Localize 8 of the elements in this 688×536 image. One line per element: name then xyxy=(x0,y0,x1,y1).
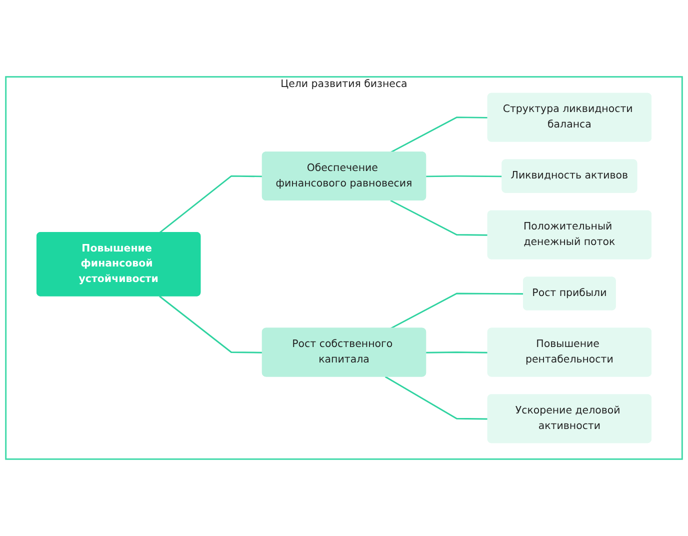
connector xyxy=(384,376,488,420)
connector xyxy=(426,352,488,354)
connector xyxy=(390,116,488,154)
connector xyxy=(390,200,488,236)
connector xyxy=(159,296,263,354)
connector xyxy=(159,175,263,234)
connector xyxy=(426,175,502,178)
connector xyxy=(390,292,524,330)
